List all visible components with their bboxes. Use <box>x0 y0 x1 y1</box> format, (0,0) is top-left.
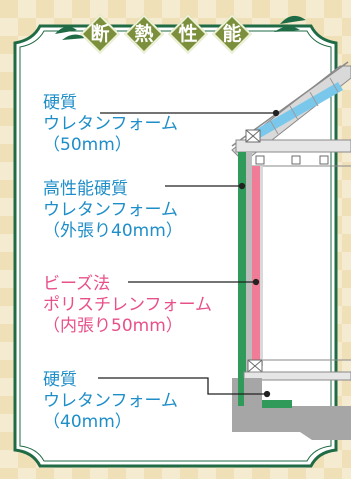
label-line: （50mm） <box>43 135 132 155</box>
label-interior-wall-insulation: ビーズ法 ポリスチレンフォーム （内張り50mm） <box>43 274 212 337</box>
title-char-2: 熱 <box>124 14 164 54</box>
title-char-3: 性 <box>168 14 208 54</box>
roof-insulation <box>248 82 343 142</box>
label-line: （外張り40mm） <box>43 221 183 241</box>
label-line: 硬質 <box>43 370 77 390</box>
house-cross-section <box>231 61 351 440</box>
label-line: 硬質 <box>43 93 77 113</box>
label-line: 高性能硬質 <box>43 179 128 199</box>
label-line: ポリスチレンフォーム <box>43 295 212 315</box>
label-exterior-wall-insulation: 高性能硬質 ウレタンフォーム （外張り40mm） <box>43 179 183 242</box>
label-foundation-insulation: 硬質 ウレタンフォーム （40mm） <box>43 370 178 433</box>
leader-lines <box>98 109 280 398</box>
label-line: ウレタンフォーム <box>43 114 178 134</box>
pine-decoration-right <box>274 15 306 32</box>
wall-insulation-inner <box>252 166 260 366</box>
title-char-4: 能 <box>212 14 252 54</box>
pine-decoration-left <box>55 26 86 40</box>
label-line: ウレタンフォーム <box>43 391 178 411</box>
title-banner: 断 熱 性 能 <box>78 10 278 56</box>
title-char-1: 断 <box>80 14 120 54</box>
foundation-insulation <box>262 400 292 408</box>
label-line: （40mm） <box>43 412 132 432</box>
label-line: （内張り50mm） <box>43 316 183 336</box>
label-roof-insulation: 硬質 ウレタンフォーム （50mm） <box>43 93 178 156</box>
card-frame-inner <box>19 30 332 462</box>
label-line: ビーズ法 <box>43 274 111 294</box>
wall-insulation-outer <box>238 152 246 378</box>
label-line: ウレタンフォーム <box>43 200 178 220</box>
